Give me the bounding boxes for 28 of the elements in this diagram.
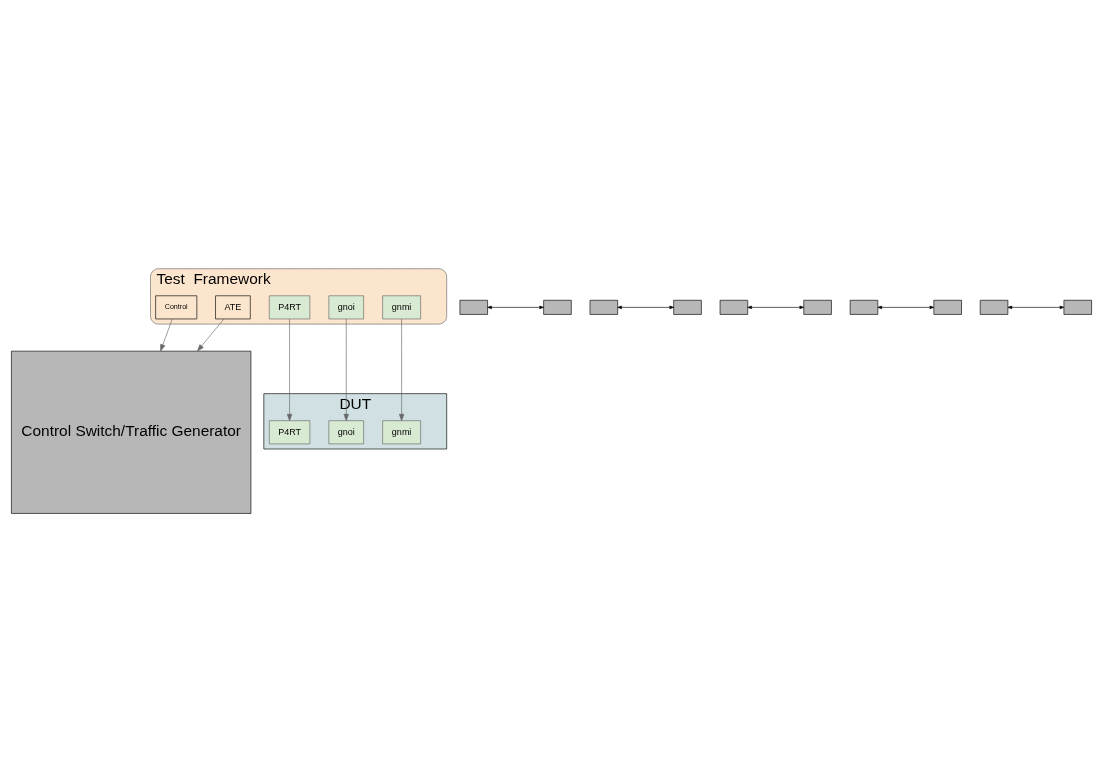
node-box xyxy=(673,299,702,315)
arrow xyxy=(287,318,293,421)
node-box xyxy=(459,299,488,315)
arrow xyxy=(197,318,225,352)
node-box: P4RT xyxy=(268,295,311,320)
node-box: gnmi xyxy=(382,295,421,320)
arrow xyxy=(747,305,805,310)
arrow xyxy=(343,318,349,421)
node-box xyxy=(589,299,618,315)
node-box: gnmi xyxy=(382,420,421,445)
node-box: gnoi xyxy=(328,295,364,320)
node-box xyxy=(979,299,1009,315)
arrow xyxy=(617,305,674,310)
arrow xyxy=(487,305,544,310)
arrow xyxy=(399,318,405,421)
node-box: Control Switch/Traffic Generator xyxy=(11,350,252,514)
arrow xyxy=(877,305,935,310)
node-box xyxy=(543,299,572,315)
node-box xyxy=(849,299,879,315)
node-box: gnoi xyxy=(328,420,364,445)
arrow xyxy=(1007,305,1065,310)
arrow xyxy=(160,318,173,352)
node-box xyxy=(1063,299,1092,315)
node-box xyxy=(933,299,962,315)
node-box xyxy=(719,299,749,315)
node-box: P4RT xyxy=(268,420,311,445)
node-box xyxy=(803,299,832,315)
node-box: ATE xyxy=(215,295,251,320)
